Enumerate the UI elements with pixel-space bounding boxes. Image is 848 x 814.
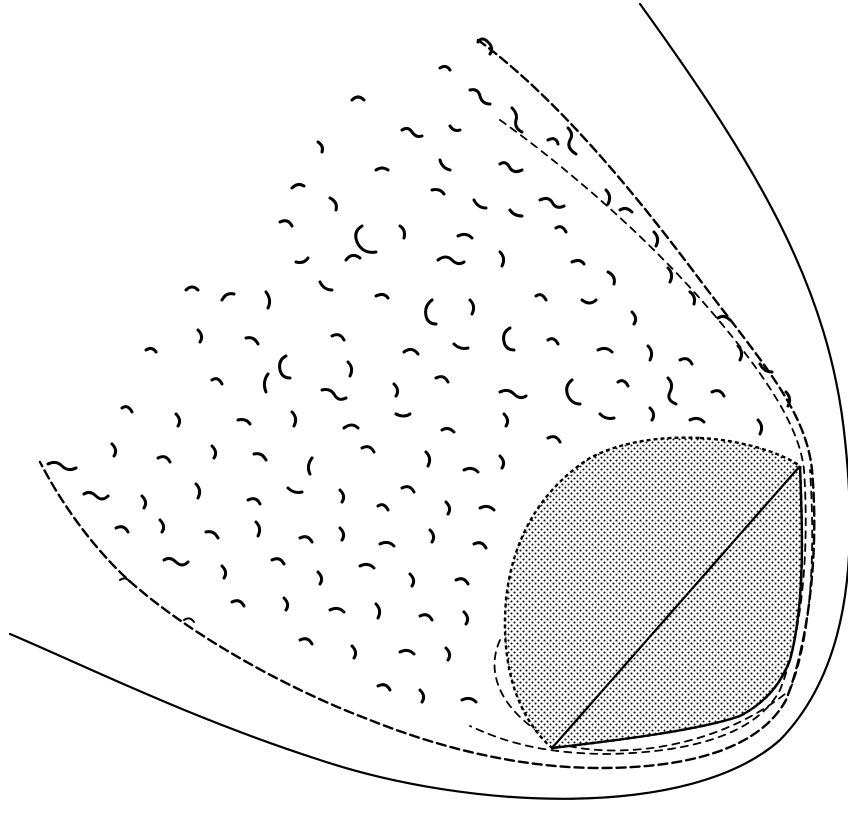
stippled-lesion: [505, 438, 802, 748]
